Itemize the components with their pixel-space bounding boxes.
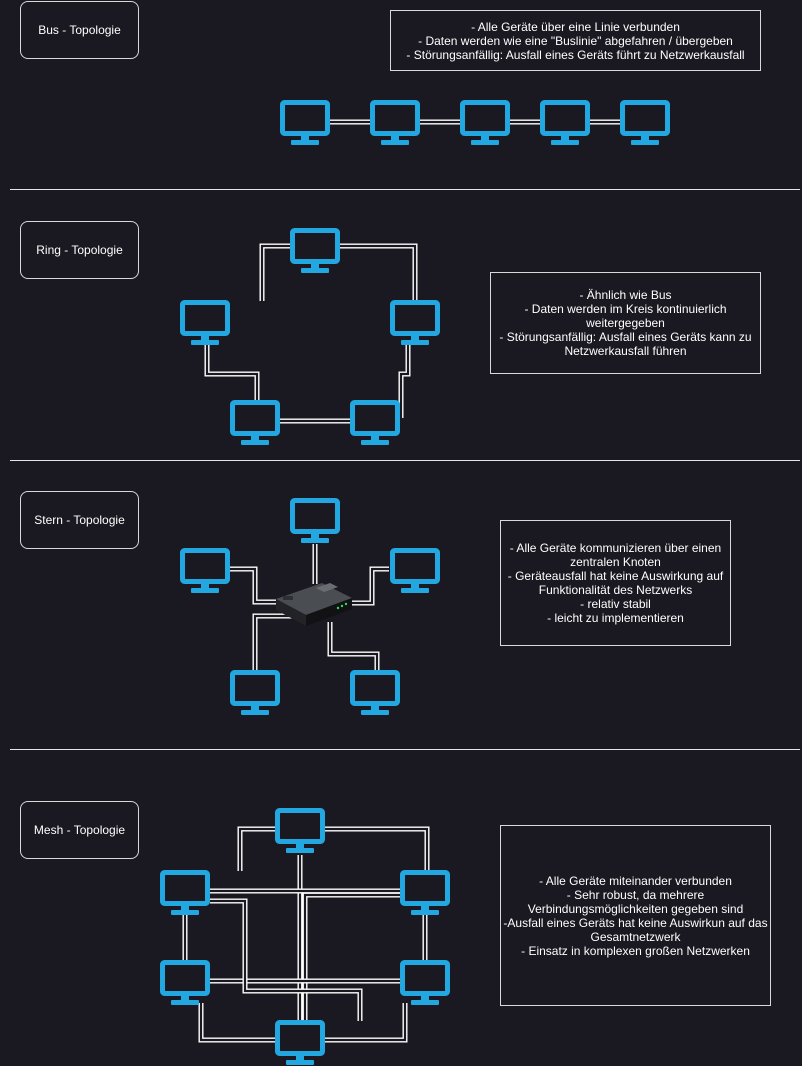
star-title: Stern - Topologie bbox=[20, 491, 139, 549]
note-line: - Alle Geräte über eine Linie verbunden bbox=[471, 19, 680, 34]
computer-icon bbox=[403, 873, 448, 916]
cable bbox=[302, 892, 403, 1020]
computer-icon bbox=[353, 673, 398, 716]
bus-notes: - Alle Geräte über eine Linie verbunden … bbox=[390, 10, 761, 71]
cable bbox=[350, 566, 389, 606]
computer-icon bbox=[183, 303, 228, 346]
cable bbox=[259, 243, 291, 301]
computer-icon bbox=[403, 963, 448, 1006]
note-line: - Sehr robust, da mehrere bbox=[566, 887, 705, 902]
computer-icon bbox=[463, 103, 508, 146]
computer-icon bbox=[233, 673, 278, 716]
computer-icon bbox=[183, 551, 228, 594]
computer-icon bbox=[623, 103, 668, 146]
note-line: -Ausfall eines Geräts hat keine Auswirku… bbox=[503, 915, 768, 930]
note-line: - leicht zu implementieren bbox=[547, 611, 684, 625]
computer-icon bbox=[163, 873, 208, 916]
note-line: - Ähnlich wie Bus bbox=[579, 288, 672, 302]
cable bbox=[252, 613, 292, 671]
cable bbox=[204, 344, 260, 401]
cable bbox=[230, 566, 277, 605]
note-line: - Daten werden im Kreis kontinuierlich bbox=[524, 302, 727, 316]
computer-icon bbox=[293, 231, 338, 274]
divider bbox=[10, 749, 800, 750]
divider bbox=[10, 189, 800, 190]
computer-icon bbox=[163, 963, 208, 1006]
cable bbox=[340, 243, 418, 301]
router-icon bbox=[276, 583, 352, 626]
computer-icon bbox=[293, 501, 338, 544]
note-line: Verbindungsmöglichkeiten gegeben sind bbox=[527, 901, 744, 916]
cable bbox=[237, 826, 276, 871]
note-line: zentralen Knoten bbox=[570, 555, 661, 569]
computer-icon bbox=[393, 551, 438, 594]
note-line: - Alle Geräte miteinander verbunden bbox=[539, 873, 732, 888]
cable bbox=[210, 898, 363, 1021]
star-notes: - Alle Geräte kommunizieren über einen z… bbox=[500, 520, 731, 646]
note-line: Netzwerkausfall führen bbox=[564, 344, 687, 358]
cable bbox=[325, 826, 430, 871]
note-line: - Störungsanfällig: Ausfall eines Geräts… bbox=[406, 47, 745, 62]
note-line: - Einsatz in komplexen großen Netzwerken bbox=[521, 943, 750, 958]
note-line: - Geräteausfall hat keine Auswirkung auf bbox=[507, 569, 724, 583]
ring-title: Ring - Topologie bbox=[20, 221, 139, 279]
note-line: - Alle Geräte kommunizieren über einen bbox=[509, 541, 722, 555]
computer-icon bbox=[278, 1023, 323, 1066]
note-line: - relativ stabil bbox=[580, 597, 651, 611]
computer-icon bbox=[233, 403, 278, 446]
divider bbox=[10, 460, 800, 461]
cable bbox=[198, 1003, 276, 1043]
note-line: Gesamtnetzwerk bbox=[590, 929, 681, 944]
cable bbox=[325, 1003, 408, 1043]
computer-icon bbox=[283, 103, 328, 146]
computer-icon bbox=[393, 303, 438, 346]
note-line: weitergegeben bbox=[586, 316, 665, 330]
note-line: - Störungsanfällig: Ausfall eines Geräts… bbox=[499, 330, 752, 344]
bus-title: Bus - Topologie bbox=[20, 1, 139, 59]
note-line: Funktionalität des Netzwerks bbox=[538, 583, 693, 597]
computer-icon bbox=[373, 103, 418, 146]
computer-icon bbox=[278, 811, 323, 854]
computer-icon bbox=[353, 403, 398, 446]
cable bbox=[327, 622, 380, 671]
ring-notes: - Ähnlich wie Bus - Daten werden im Krei… bbox=[490, 272, 761, 374]
mesh-notes: - Alle Geräte miteinander verbunden - Se… bbox=[500, 825, 771, 1006]
note-line: - Daten werden wie eine "Buslinie" abgef… bbox=[418, 33, 733, 48]
computer-icon bbox=[543, 103, 588, 146]
mesh-title: Mesh - Topologie bbox=[20, 801, 139, 859]
cable bbox=[398, 344, 411, 418]
